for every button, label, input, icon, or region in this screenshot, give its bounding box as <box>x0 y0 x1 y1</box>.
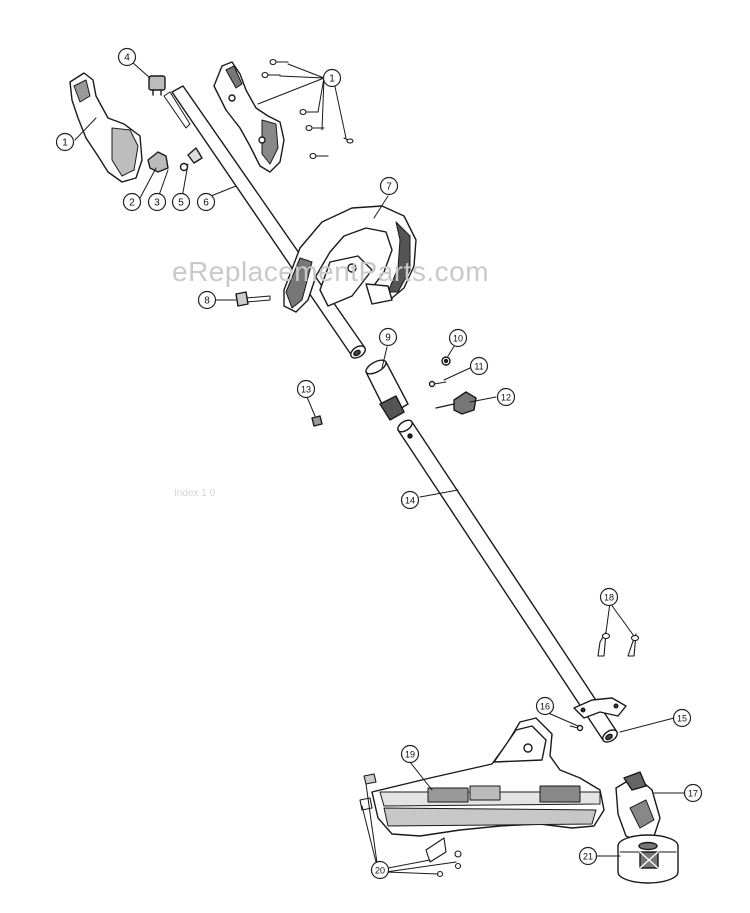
nut-10 <box>441 356 451 366</box>
screws-18 <box>597 631 640 657</box>
callout-number: 18 <box>604 593 614 603</box>
callout-bubble <box>469 356 489 376</box>
nut-13 <box>311 415 323 427</box>
callout-numbers: 1 1 2 3 4 5 6 7 8 9 10 11 12 13 14 15 16… <box>62 53 698 876</box>
leader-lines <box>74 61 685 875</box>
small-parts-20 <box>359 773 462 878</box>
callout-bubble <box>122 192 142 212</box>
callout-number: 9 <box>385 333 391 344</box>
callout-bubble <box>496 387 516 407</box>
callout-bubble <box>379 176 399 196</box>
callout-number: 19 <box>405 750 415 760</box>
rear-handle-left-half <box>69 72 143 183</box>
callout-bubble <box>147 192 167 212</box>
trigger-and-switch-parts <box>147 91 203 173</box>
callout-bubble <box>535 696 555 716</box>
knob-12 <box>435 391 477 415</box>
callout-bubble <box>448 328 468 348</box>
callout-bubble <box>378 327 398 347</box>
bolt-8 <box>235 291 271 307</box>
callout-number: 7 <box>386 182 392 193</box>
callout-number: 11 <box>474 362 483 372</box>
callout-bubble <box>672 708 692 728</box>
callout-number: 5 <box>178 198 184 209</box>
callout-bubble <box>599 587 619 607</box>
callout-bubble <box>55 132 75 152</box>
callout-number: 17 <box>688 789 698 799</box>
callout-bubble <box>296 379 316 399</box>
assist-handle <box>283 205 417 313</box>
shaft-clamp-bracket <box>569 697 627 732</box>
callout-number: 10 <box>453 334 463 344</box>
callout-bubble <box>400 744 420 764</box>
callout-bubble <box>197 290 217 310</box>
callout-number: 8 <box>204 296 210 307</box>
callout-bubble <box>117 47 137 67</box>
handle-screws <box>261 58 354 160</box>
callout-number: 20 <box>375 866 385 876</box>
callout-bubble <box>196 192 216 212</box>
callout-number: 1 <box>62 138 68 149</box>
callout-bubble <box>578 846 598 866</box>
callout-number: 12 <box>501 393 511 403</box>
callout-number: 1 <box>329 74 335 85</box>
spool <box>617 834 679 884</box>
callout-number: 3 <box>154 198 160 209</box>
callout-number: 13 <box>301 385 311 395</box>
rear-handle-right-half <box>213 61 285 173</box>
switch-module <box>148 75 166 96</box>
callout-bubble <box>400 490 420 510</box>
coupler <box>365 359 409 421</box>
screw-11 <box>428 380 447 388</box>
faint-label: Index 1 0 <box>174 488 216 499</box>
callout-number: 6 <box>203 198 209 209</box>
watermark-text: eReplacementParts.com <box>172 256 490 287</box>
callout-number: 14 <box>405 496 415 506</box>
callout-bubble <box>370 860 390 880</box>
callout-bubble <box>322 68 342 88</box>
callout-number: 16 <box>540 702 550 712</box>
callout-number: 4 <box>124 53 130 64</box>
guard <box>371 717 605 837</box>
callout-number: 15 <box>677 714 687 724</box>
lower-shaft <box>397 419 618 743</box>
callout-bubble <box>683 783 703 803</box>
callout-number: 21 <box>583 852 593 862</box>
callout-bubbles <box>55 47 703 880</box>
callout-bubble <box>171 192 191 212</box>
callout-number: 2 <box>129 198 135 209</box>
